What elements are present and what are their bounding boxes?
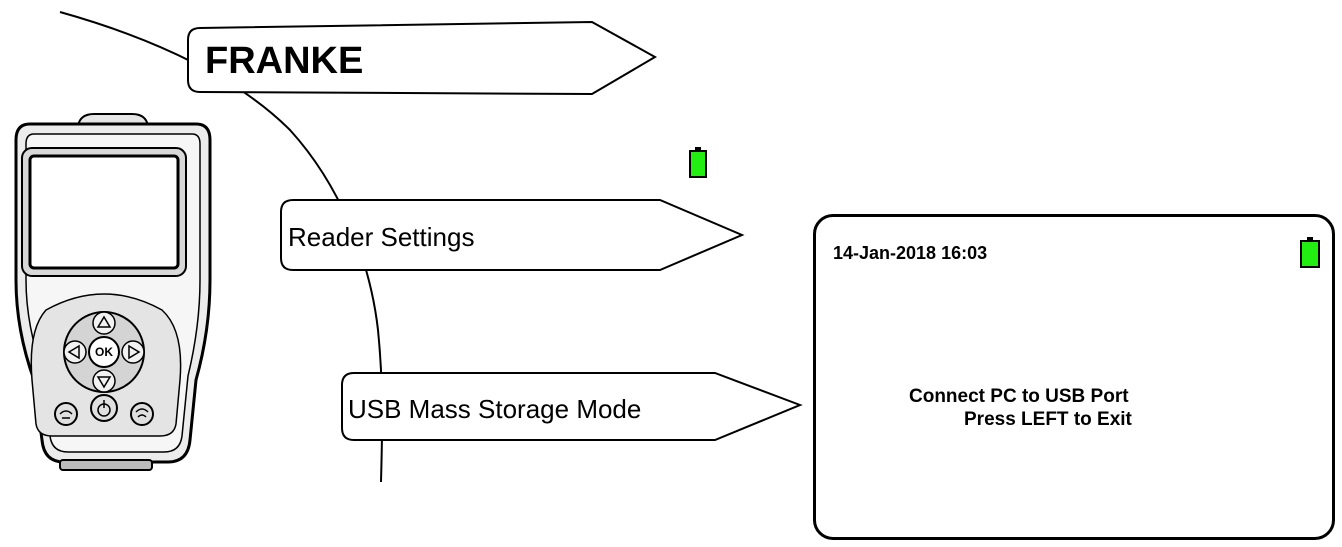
menu-item-label: Reader Settings [288,222,474,252]
battery-full-icon [1300,237,1320,274]
dpad-up-button[interactable] [92,311,116,335]
brand-label: FRANKE [187,20,658,96]
device-screen [28,154,180,270]
instruction-connect: Connect PC to USB Port [909,386,1129,407]
usb-instructions: Connect PC to USB Port Press LEFT to Exi… [816,385,1332,431]
status-datetime: 14-Jan-2018 16:03 [833,243,988,263]
menu-item-label: USB Mass Storage Mode [348,394,641,424]
handheld-reader-device: OK [14,113,212,471]
menu-item-reader-settings[interactable]: Reader Settings [280,199,745,271]
battery-full-icon [689,147,707,178]
dpad-right-button[interactable] [121,340,145,364]
brand-name: FRANKE [205,40,363,82]
right-softkey-button[interactable] [130,402,154,426]
dpad-left-button[interactable] [63,340,87,364]
ok-button-label: OK [95,345,113,359]
left-softkey-button[interactable] [54,402,78,426]
power-button[interactable] [90,394,118,422]
dpad-down-button[interactable] [92,369,116,393]
usb-mode-screen: 14-Jan-2018 16:03 Connect PC to USB Port… [813,214,1335,540]
menu-item-usb-mass-storage[interactable]: USB Mass Storage Mode [341,372,803,441]
instruction-exit: Press LEFT to Exit [964,409,1132,430]
ok-button[interactable]: OK [88,336,120,368]
